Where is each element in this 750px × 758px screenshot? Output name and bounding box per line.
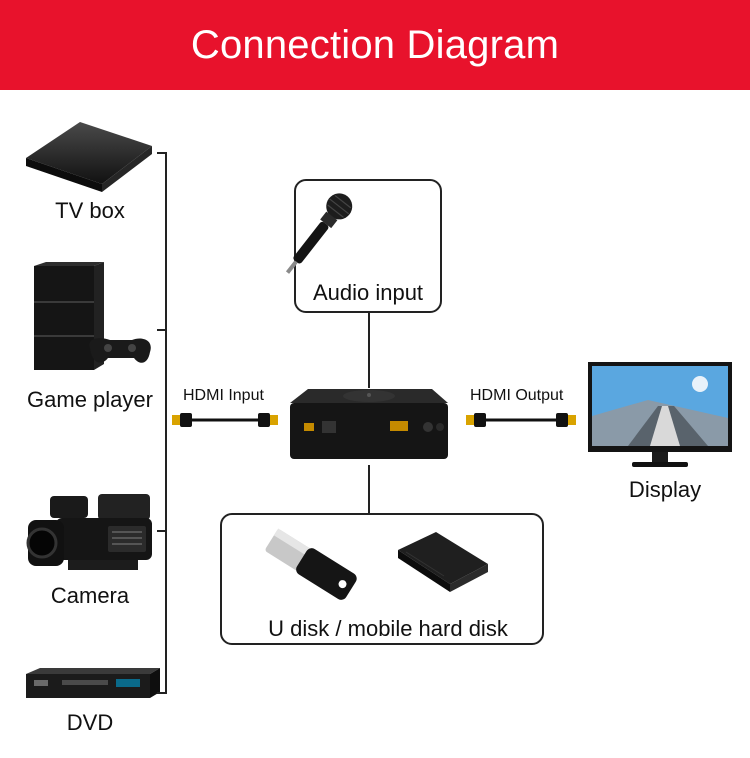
hdmi-input-label: HDMI Input bbox=[183, 387, 264, 405]
audio-connector-line bbox=[368, 313, 370, 388]
bracket-tick-camera bbox=[157, 530, 167, 532]
storage-label: U disk / mobile hard disk bbox=[268, 616, 508, 642]
bracket-tick-tv-box bbox=[157, 152, 167, 154]
source-label-game-player: Game player bbox=[27, 387, 153, 413]
bracket-tick-dvd bbox=[157, 692, 167, 694]
storage-connector-line bbox=[368, 465, 370, 513]
hdmi-output-label: HDMI Output bbox=[470, 387, 563, 405]
header-banner: Connection Diagram bbox=[0, 0, 750, 90]
dvd-player-icon bbox=[24, 666, 162, 700]
source-label-camera: Camera bbox=[51, 583, 129, 609]
microphone-icon bbox=[312, 190, 424, 272]
hdmi-input-cable bbox=[172, 408, 278, 432]
source-label-dvd: DVD bbox=[67, 710, 113, 736]
bracket-tick-game-player bbox=[157, 329, 167, 331]
source-label-tv-box: TV box bbox=[55, 198, 125, 224]
central-device-icon bbox=[286, 385, 452, 465]
hard-disk-icon bbox=[392, 530, 492, 602]
audio-input-label: Audio input bbox=[313, 280, 423, 306]
display-label: Display bbox=[629, 477, 701, 503]
monitor-icon bbox=[588, 360, 732, 470]
page-title: Connection Diagram bbox=[191, 23, 559, 68]
tv-box-icon bbox=[18, 118, 160, 190]
game-console-icon bbox=[28, 262, 154, 374]
hdmi-output-cable bbox=[466, 408, 576, 432]
camcorder-icon bbox=[20, 488, 156, 580]
usb-drive-icon bbox=[260, 526, 364, 604]
sources-bracket-line bbox=[165, 153, 167, 694]
